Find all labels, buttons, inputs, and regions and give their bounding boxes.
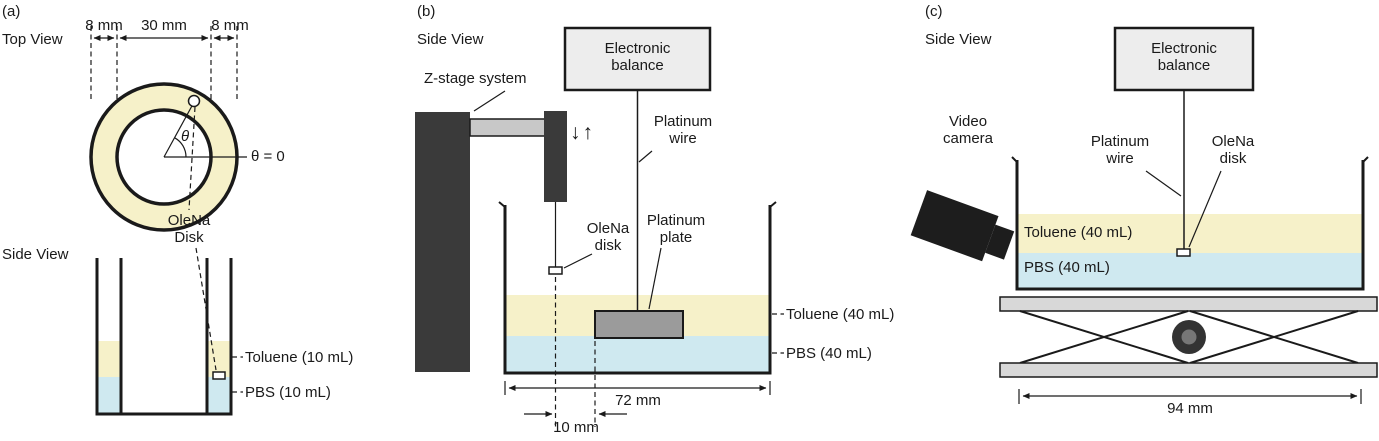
side-view-title: Side View (925, 31, 992, 48)
z-stage-arm (469, 118, 549, 137)
panel-a-label: (a) (2, 3, 21, 20)
toluene-label: Toluene (40 mL) (786, 306, 895, 323)
olena-disk-top-view (187, 94, 201, 108)
camera-body (910, 190, 999, 262)
electronic-balance-box (563, 26, 712, 92)
olena-disk (548, 266, 563, 275)
platinum-wire-label: Platinum wire (1090, 133, 1150, 168)
olena-disk-label: OleNa Disk (167, 212, 211, 247)
dim-10mm-label: 10 mm (553, 419, 599, 436)
theta-zero-label: θ = 0 (251, 148, 285, 165)
camera-lens (985, 224, 1015, 260)
pbs-label: PBS (40 mL) (1024, 259, 1110, 276)
dim-30mm-label: 30 mm (141, 17, 187, 34)
theta-angle-arc (174, 137, 187, 158)
electronic-balance-label: Electronic balance (1151, 40, 1217, 75)
dim-72mm-label: 72 mm (615, 392, 661, 409)
up-down-arrows-icon: ↓↑ (570, 121, 595, 144)
jack-knob-center (1181, 329, 1197, 345)
dim-94mm-label: 94 mm (1167, 400, 1213, 417)
beaker-lip (498, 201, 506, 208)
disk-leader-line (188, 106, 196, 211)
olena-disk-label: OleNa disk (586, 220, 630, 255)
olena-disk (1176, 248, 1191, 257)
disk-leader-line (1188, 170, 1222, 248)
side-view-title: Side View (2, 246, 69, 263)
toluene-layer (1018, 214, 1362, 253)
toluene-layer (98, 341, 120, 377)
panel-b-label: (b) (417, 3, 436, 20)
olena-disk-side-view (212, 371, 226, 380)
lab-jack-top-plate (999, 296, 1378, 312)
vessel-lip (1011, 156, 1018, 163)
theta-radius-line (163, 103, 194, 158)
plate-leader-line (648, 247, 662, 310)
platinum-wire-label: Platinum wire (653, 113, 713, 148)
panel-b (415, 26, 784, 427)
toluene-label: Toluene (10 mL) (245, 349, 354, 366)
vessel-lip (1362, 156, 1369, 163)
wire-leader-line (638, 150, 653, 163)
theta-label: θ (181, 128, 190, 145)
pbs-layer (506, 336, 769, 373)
wire-leader-line (1145, 170, 1182, 197)
lab-jack-bottom-plate (999, 362, 1378, 378)
side-view-title: Side View (417, 31, 484, 48)
olena-disk-label: OleNa disk (1211, 133, 1255, 168)
beaker-lip (769, 201, 777, 208)
pbs-layer (208, 377, 230, 413)
pbs-label: PBS (10 mL) (245, 384, 331, 401)
panel-c-label: (c) (925, 3, 943, 20)
pbs-layer (1018, 253, 1362, 288)
pbs-layer (98, 377, 120, 413)
z-stage-leader-line (473, 90, 506, 112)
z-stage-column (415, 112, 470, 372)
dim-8mm-right-label: 8 mm (211, 17, 249, 34)
electronic-balance-label: Electronic balance (604, 40, 671, 75)
platinum-plate-label: Platinum plate (646, 212, 706, 247)
toluene-layer (208, 341, 230, 377)
scissor-arm (1189, 310, 1359, 364)
z-stage-slider (544, 111, 567, 202)
dim-8mm-left-label: 8 mm (85, 17, 123, 34)
panel-a-side-view (95, 247, 243, 416)
platinum-plate (594, 310, 684, 339)
panel-c (910, 26, 1378, 404)
electronic-balance-box (1113, 26, 1255, 92)
scissor-arm (1019, 310, 1189, 364)
video-camera (910, 190, 1015, 262)
pbs-label: PBS (40 mL) (786, 345, 872, 362)
disk-leader-line (195, 247, 217, 371)
z-stage-label: Z-stage system (424, 70, 527, 87)
panel-a-top-view (89, 26, 247, 232)
top-view-title: Top View (2, 31, 63, 48)
video-camera-label: Video camera (942, 113, 994, 148)
toluene-label: Toluene (40 mL) (1024, 224, 1133, 241)
disk-leader-line (563, 253, 593, 269)
